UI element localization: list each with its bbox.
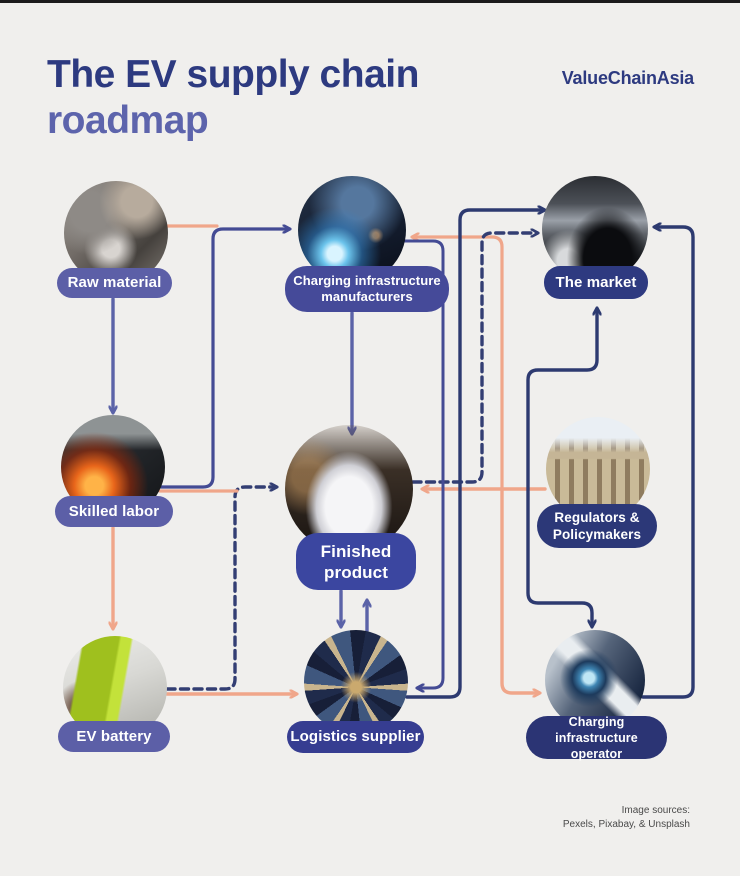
brand-logo: ValueChainAsia bbox=[561, 68, 694, 88]
edge-logistics-supplier-to-the-market bbox=[405, 210, 544, 699]
finished-product-photo bbox=[285, 425, 413, 553]
title-line-2: roadmap bbox=[47, 99, 209, 142]
charging-infrastructure-operator-label-line: Charging infrastructure bbox=[555, 714, 638, 745]
edge-finished-product-to-the-market bbox=[411, 233, 537, 484]
title-line-1: The EV supply chain bbox=[47, 53, 419, 96]
regulators-policymakers-photo bbox=[546, 417, 650, 521]
charging-infrastructure-manufacturers-label-line: manufacturers bbox=[321, 289, 413, 304]
ev-battery-label: EV battery bbox=[58, 721, 170, 752]
edge-charging-manufacturers-to-logistics-supplier bbox=[403, 239, 445, 688]
logistics-supplier-photo bbox=[304, 630, 408, 734]
image-sources-list: Pexels, Pixabay, & Unsplash bbox=[562, 818, 690, 830]
finished-product-label-line: product bbox=[324, 562, 388, 582]
edge-ev-battery-to-finished-product bbox=[165, 487, 276, 691]
ev-battery-label-line: EV battery bbox=[76, 727, 152, 745]
skilled-labor-label: Skilled labor bbox=[55, 496, 173, 527]
regulators-policymakers-label-line: Regulators & bbox=[554, 510, 640, 525]
edge-the-market-with-charging-operator bbox=[526, 309, 597, 626]
finished-product-label-line: Finished bbox=[320, 541, 392, 561]
skilled-labor-label-line: Skilled labor bbox=[68, 502, 160, 520]
top-edge-strip bbox=[0, 0, 740, 3]
regulators-policymakers-label-line: Policymakers bbox=[552, 527, 642, 542]
charging-infrastructure-operator-label-line: operator bbox=[570, 746, 623, 761]
logistics-supplier-label-line: Logistics supplier bbox=[290, 728, 421, 745]
charging-infrastructure-operator-photo bbox=[545, 630, 645, 730]
the-market-label: The market bbox=[544, 266, 648, 299]
charging-infrastructure-manufacturers-label-line: Charging infrastructure bbox=[293, 273, 441, 288]
raw-material-label: Raw material bbox=[57, 268, 172, 298]
page-title: The EV supply chain roadmap bbox=[47, 52, 419, 144]
the-market-label-line: The market bbox=[555, 273, 637, 291]
the-market-photo bbox=[542, 176, 648, 282]
edge-skilled-labor-to-charging-manufacturers bbox=[159, 229, 289, 489]
image-sources-label: Image sources: bbox=[621, 805, 690, 816]
image-sources-note: Image sources: Pexels, Pixabay, & Unspla… bbox=[563, 804, 690, 831]
edge-charging-operator-to-the-market bbox=[641, 227, 695, 699]
logistics-supplier-label: Logistics supplier bbox=[287, 721, 424, 753]
raw-material-photo bbox=[64, 181, 168, 285]
edge-regulators-to-charging-operator bbox=[500, 487, 539, 693]
edge-regulators-to-charging-manufacturers bbox=[413, 237, 504, 491]
regulators-policymakers-label: Regulators & Policymakers bbox=[537, 504, 657, 548]
raw-material-label-line: Raw material bbox=[67, 274, 162, 291]
